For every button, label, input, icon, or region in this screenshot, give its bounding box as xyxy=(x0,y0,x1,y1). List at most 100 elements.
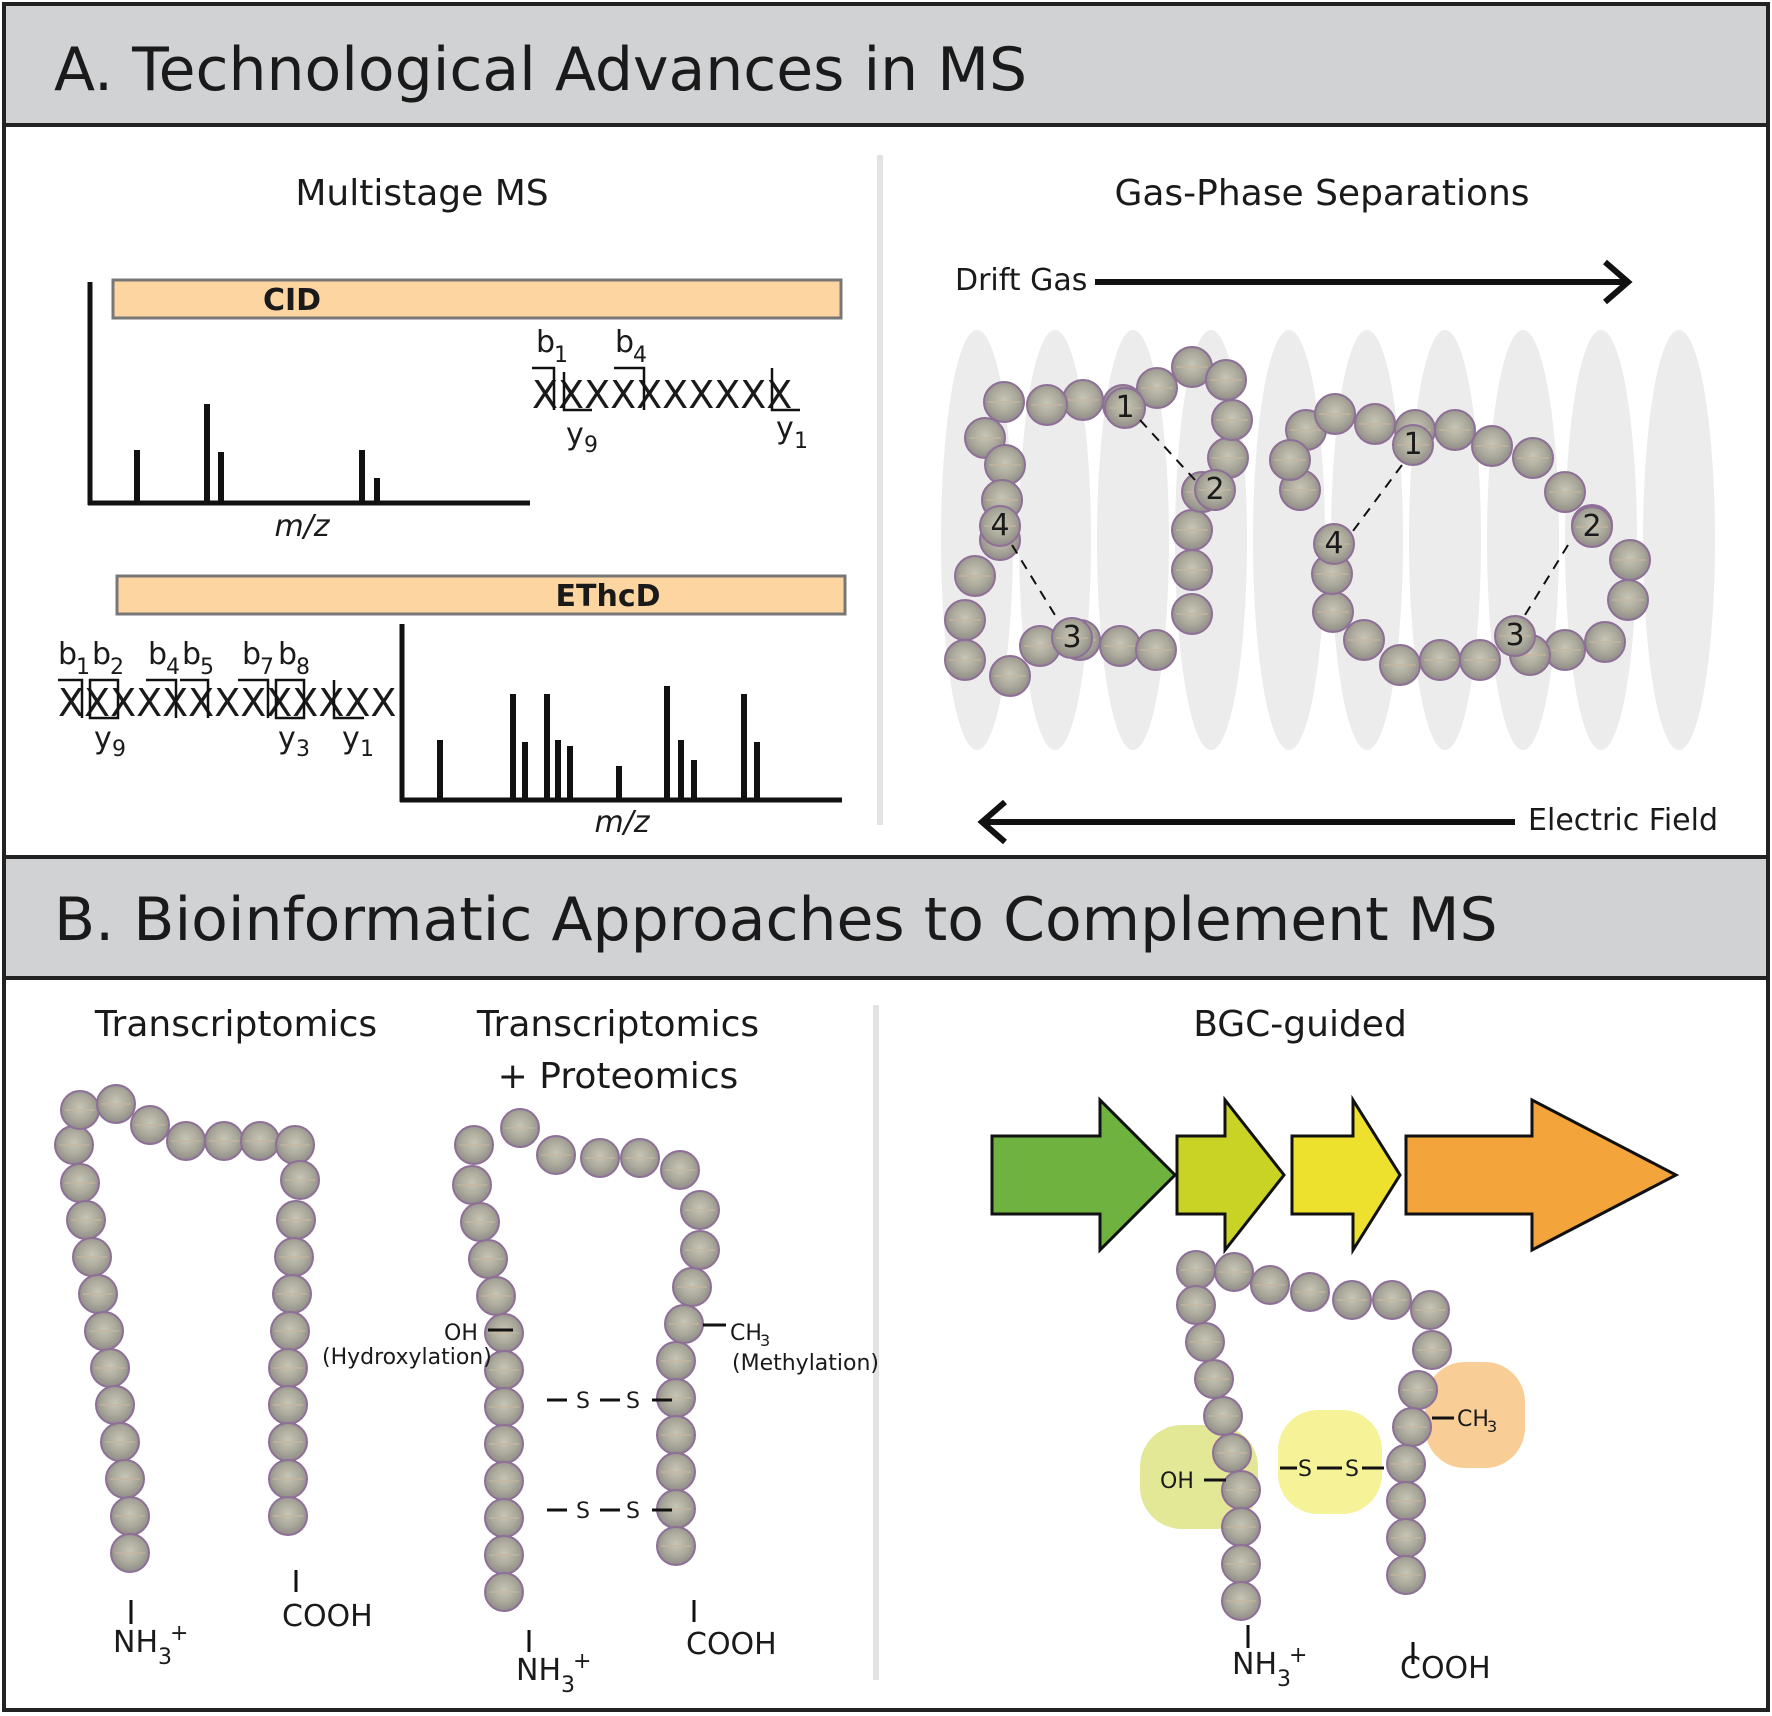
amino-acid-bead xyxy=(1221,1544,1261,1584)
amino-acid-bead xyxy=(1544,471,1586,513)
amino-acid-bead xyxy=(1419,639,1461,681)
amino-acid-bead xyxy=(1312,591,1354,633)
amino-acid-bead xyxy=(95,1385,135,1425)
amino-acid-bead xyxy=(1269,439,1311,481)
amino-acid-bead xyxy=(656,1341,696,1381)
b1-nh3: NH xyxy=(113,1625,158,1660)
amino-acid-bead xyxy=(1185,1322,1225,1362)
amino-acid-bead xyxy=(1212,1433,1252,1473)
amino-acid-bead xyxy=(272,1274,312,1314)
amino-acid-bead xyxy=(110,1533,150,1573)
amino-acid-bead xyxy=(1176,1250,1216,1290)
amino-acid-bead xyxy=(1221,1470,1261,1510)
amino-acid-bead xyxy=(268,1496,308,1536)
amino-acid-bead xyxy=(620,1138,660,1178)
cysteine-number: 1 xyxy=(1403,427,1422,462)
section-a-header xyxy=(2,2,1770,127)
amino-acid-bead xyxy=(672,1267,712,1307)
gas-ellipse xyxy=(1487,330,1559,750)
gas-ellipse xyxy=(1409,330,1481,750)
amino-acid-bead xyxy=(468,1239,508,1279)
drift-gas-label: Drift Gas xyxy=(955,263,1087,298)
amino-acid-bead xyxy=(1412,1330,1452,1370)
amino-acid-bead xyxy=(66,1200,106,1240)
peptide-bgc xyxy=(1176,1250,1452,1621)
amino-acid-bead xyxy=(1584,621,1626,663)
amino-acid-bead xyxy=(484,1498,524,1538)
amino-acid-bead xyxy=(1471,425,1513,467)
amino-acid-bead xyxy=(660,1150,700,1190)
b2-nh3-sup: + xyxy=(573,1649,591,1674)
bgc-gene-cluster xyxy=(990,1094,1680,1256)
amino-acid-bead xyxy=(1099,625,1141,667)
ethcd-ion-b2-sub: 2 xyxy=(110,655,124,680)
section-a-title: A. Technological Advances in MS xyxy=(54,35,1027,105)
b3-nh3-sup: + xyxy=(1289,1643,1307,1668)
amino-acid-bead xyxy=(1051,617,1093,659)
amino-acid-bead xyxy=(484,1387,524,1427)
amino-acid-bead xyxy=(105,1459,145,1499)
ethcd-ion-y1: y xyxy=(342,721,360,756)
amino-acid-bead xyxy=(1512,437,1554,479)
ethcd-ion-b5: b xyxy=(182,637,201,672)
electric-field-label: Electric Field xyxy=(1528,803,1718,838)
ethcd-ion-y9: y xyxy=(94,721,112,756)
amino-acid-bead xyxy=(1494,615,1536,657)
amino-acid-bead xyxy=(1290,1272,1330,1312)
cid-sequence: XXXXXXXXXX b 1 b 4 y 9 y 1 xyxy=(532,325,808,458)
amino-acid-bead xyxy=(280,1160,320,1200)
amino-acid-bead xyxy=(1410,1290,1450,1330)
transcriptomics-title: Transcriptomics xyxy=(94,1004,377,1045)
amino-acid-bead xyxy=(1386,1518,1426,1558)
methylation-highlight xyxy=(1425,1362,1525,1468)
amino-acid-bead xyxy=(1434,409,1476,451)
amino-acid-bead xyxy=(1214,1252,1254,1292)
gene-arrow-lime xyxy=(1175,1095,1286,1255)
ethcd-ion-y3: y xyxy=(278,721,296,756)
cysteine-number: 1 xyxy=(1115,390,1134,425)
cid-bar xyxy=(111,278,843,320)
amino-acid-bead xyxy=(1459,639,1501,681)
amino-acid-bead xyxy=(1250,1265,1290,1305)
amino-acid-bead xyxy=(1398,1370,1438,1410)
ethcd-ion-b8: b xyxy=(278,637,297,672)
b3-nh3-sub: 3 xyxy=(1277,1667,1291,1692)
amino-acid-bead xyxy=(60,1090,100,1130)
ethcd-ion-b1: b xyxy=(58,637,77,672)
gas-phase-title: Gas-Phase Separations xyxy=(1114,173,1529,214)
ethcd-sequence: XXXXXXXXXXXXX b 1 b 2 b 4 b 5 b 7 b 8 y … xyxy=(58,637,396,762)
amino-acid-bead xyxy=(268,1348,308,1388)
cid-ion-y1-sub: 1 xyxy=(794,429,808,454)
amino-acid-bead xyxy=(276,1200,316,1240)
amino-acid-bead xyxy=(90,1348,130,1388)
amino-acid-bead xyxy=(656,1526,696,1566)
cid-spectrum xyxy=(87,282,530,506)
b2-oh: OH xyxy=(444,1321,478,1346)
amino-acid-bead xyxy=(1062,379,1104,421)
cysteine-number: 2 xyxy=(1205,472,1224,507)
ethcd-ion-y1-sub: 1 xyxy=(360,737,374,762)
amino-acid-bead xyxy=(1332,1280,1372,1320)
ethcd-ion-b4-sub: 4 xyxy=(166,655,180,680)
b2-nh3: NH xyxy=(516,1653,561,1688)
b3-nh3: NH xyxy=(1232,1647,1277,1682)
amino-acid-bead xyxy=(78,1274,118,1314)
amino-acid-bead xyxy=(664,1304,704,1344)
ethcd-spectrum xyxy=(399,624,842,803)
b2-ch3: CH xyxy=(730,1321,762,1346)
disulfide-highlight xyxy=(1278,1410,1382,1514)
amino-acid-bead xyxy=(944,639,986,681)
amino-acid-bead xyxy=(656,1415,696,1455)
amino-acid-bead xyxy=(1211,399,1253,441)
gene-arrow-yellow xyxy=(1290,1094,1402,1256)
cid-ion-b4-sub: 4 xyxy=(633,343,647,368)
amino-acid-bead xyxy=(1392,424,1434,466)
tp-title-line2: + Proteomics xyxy=(498,1056,739,1097)
amino-acid-bead xyxy=(500,1108,540,1148)
amino-acid-bead xyxy=(979,505,1021,547)
amino-acid-bead xyxy=(1607,579,1649,621)
cid-ion-b4: b xyxy=(615,325,634,360)
amino-acid-bead xyxy=(1171,346,1213,388)
amino-acid-bead xyxy=(484,1313,524,1353)
amino-acid-bead xyxy=(268,1385,308,1425)
